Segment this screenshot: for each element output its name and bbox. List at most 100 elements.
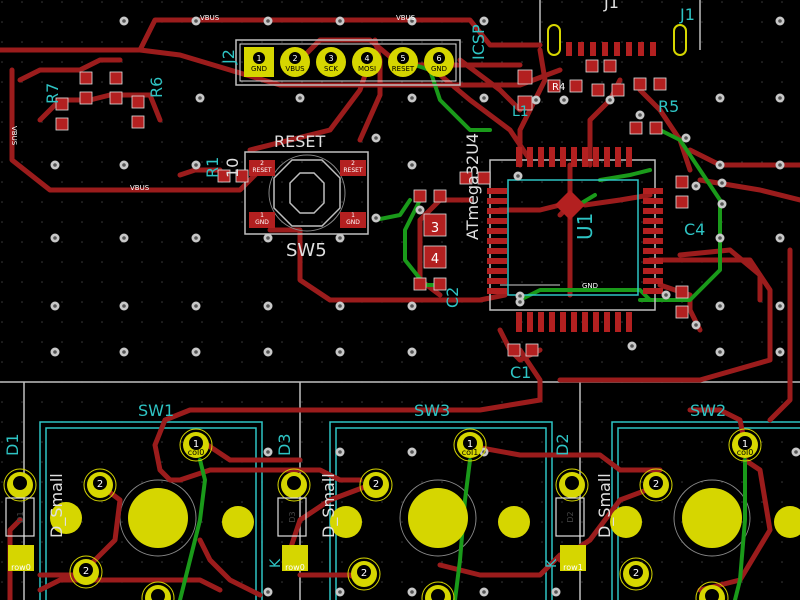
j1-usb-connector[interactable]: [547, 24, 687, 56]
pad-number: 2: [373, 479, 379, 490]
label-sw2: SW2: [690, 401, 726, 420]
diode-pads: [8, 545, 586, 571]
label-d3: D3: [275, 434, 294, 457]
j2-pin-number: 4: [364, 54, 369, 63]
switch-pads[interactable]: [50, 488, 800, 548]
label-l1: L1: [512, 104, 529, 120]
label-c2: C2: [443, 287, 462, 308]
label-r6: R6: [147, 77, 166, 98]
j2-pin-label: SCK: [324, 65, 338, 73]
pad-number: 2: [633, 568, 639, 579]
sw5-pad-num-2: 2: [351, 160, 355, 167]
sw1-pad-3[interactable]: [141, 581, 175, 600]
pad-number: 1: [193, 439, 199, 450]
pad-number: 1: [467, 439, 473, 450]
row0-label-d3: row0: [285, 563, 305, 572]
sw1-pad-2b[interactable]: 2: [69, 555, 103, 589]
label-k-1: K: [268, 558, 284, 568]
label-r4: R4: [552, 82, 565, 93]
row1-label-d2: row1: [563, 563, 583, 572]
label-c4: C4: [684, 220, 705, 239]
sw3-pad-3[interactable]: [421, 581, 455, 600]
pad-net-label: col1: [462, 448, 479, 457]
label-r5: R5: [658, 97, 679, 116]
label-sw5: SW5: [286, 240, 327, 261]
row0-label-d1: row0: [11, 563, 31, 572]
sw5-pad-label-1: RESET: [252, 167, 272, 174]
j2-pin-label: VBUS: [285, 65, 305, 73]
sw5-pad-num-4: 1: [351, 212, 355, 219]
label-d-small-3: D_Small: [595, 473, 615, 538]
label-icsp: ICSP: [469, 24, 488, 60]
j2-pin-number: 5: [400, 54, 405, 63]
sw3-pad-2b[interactable]: 2: [347, 557, 381, 591]
j2-pin-number: 6: [436, 54, 441, 63]
vbus-net-left: VBUS: [10, 126, 18, 146]
sw5-pad-label-2: RESET: [343, 167, 363, 174]
d1-pad-a[interactable]: [3, 468, 37, 502]
vbus-net-bottom: VBUS: [130, 184, 150, 192]
sw5-pad-label-4: GND: [346, 219, 360, 226]
y1-pad-4: 4: [431, 252, 439, 267]
label-sw3: SW3: [414, 401, 450, 420]
label-j2: J2: [219, 49, 238, 65]
j2-pin-number: 3: [328, 54, 333, 63]
pad-net-label: col0: [737, 448, 754, 457]
vias: [50, 16, 800, 597]
label-j1-side: J1: [679, 5, 695, 24]
j2-pin-label: GND: [251, 65, 267, 73]
label-c1: C1: [510, 363, 531, 382]
gnd-star: [555, 190, 585, 220]
smd-passives: [55, 59, 689, 357]
gnd-net-label: GND: [582, 282, 598, 290]
sw5-pad-num-1: 2: [260, 160, 264, 167]
j2-pin-number: 1: [256, 54, 261, 63]
vbus-net-top: VBUS: [200, 14, 220, 22]
sw3-pad-2[interactable]: 2: [359, 468, 393, 502]
vbus-net-top-2: VBUS: [396, 14, 416, 22]
pad-number: 1: [742, 439, 748, 450]
d1-fab-label: D1: [16, 511, 25, 522]
label-d-small-2: D_Small: [319, 473, 339, 538]
d2-pad-a[interactable]: [555, 468, 589, 502]
j2-pin-number: 2: [292, 54, 297, 63]
label-r1-value: 10: [223, 158, 242, 178]
label-reset-title: RESET: [274, 132, 325, 151]
j2-pin-label: GND: [431, 65, 447, 73]
sw2-pad-2b[interactable]: 2: [619, 557, 653, 591]
sw2-pad-3[interactable]: [695, 581, 729, 600]
label-r1: R1: [203, 157, 222, 178]
top-copper-traces: [0, 17, 800, 600]
pad-number: 2: [361, 568, 367, 579]
sw5-switch[interactable]: RESET RESET GND GND 2 2 1 1: [244, 151, 369, 235]
sw5-pad-label-3: GND: [255, 219, 269, 226]
label-u1-part: ATmega32U4: [463, 133, 482, 240]
label-k-2: K: [544, 558, 560, 568]
label-r7: R7: [43, 83, 62, 104]
sw1-pad-2[interactable]: 2: [83, 468, 117, 502]
label-d2: D2: [553, 434, 572, 457]
j2-connector: [235, 39, 461, 86]
y1-pad-3: 3: [431, 221, 439, 236]
sw2-pad-2[interactable]: 2: [639, 468, 673, 502]
label-d1: D1: [3, 434, 22, 457]
pad-number: 2: [653, 479, 659, 490]
j2-pin-label: MOSI: [358, 65, 376, 73]
pad-number: 2: [83, 566, 89, 577]
label-j1: J1: [603, 0, 619, 12]
label-d-small-1: D_Small: [47, 473, 67, 538]
label-u1: U1: [573, 213, 597, 240]
d3-pad-a[interactable]: [277, 468, 311, 502]
